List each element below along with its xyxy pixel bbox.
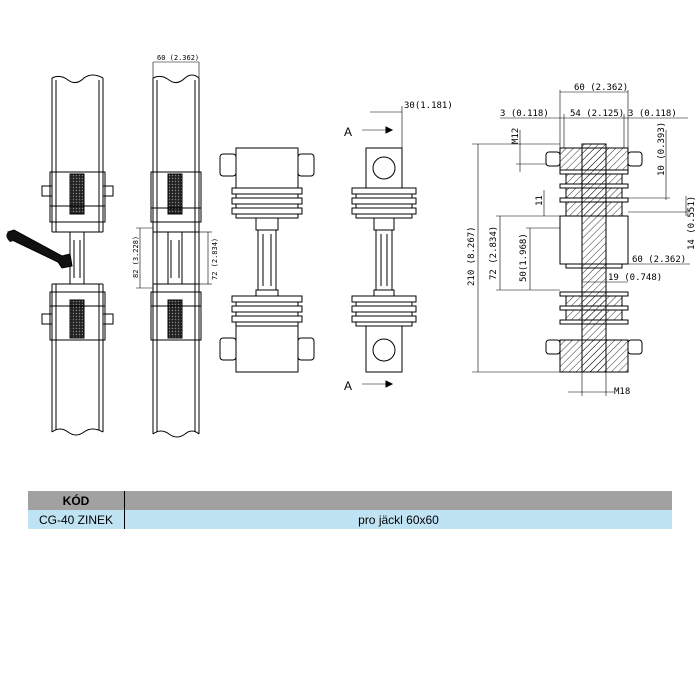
dim-left-gap: 82 (3.228) [132,236,140,278]
row-desc: pro jäckl 60x60 [358,512,439,527]
dim-sec-right: 3 (0.118) [628,109,677,119]
dim-top-width: 60 (2.362) [157,54,199,62]
view-section-aa [472,90,690,396]
view-connector-side [351,106,417,388]
dim-sec-60b: 60 (2.362) [632,255,686,265]
section-mark-bottom: A [344,379,352,393]
section-mark-top: A [344,125,352,139]
dim-left-gap2: 72 (2.834) [211,238,219,280]
dim-sec-bolt-bottom: M18 [614,387,630,397]
dim-sec-19: 19 (0.748) [608,273,662,283]
dim-sec-mid: 54 (2.125) [570,109,624,119]
view-connector-front [219,147,315,373]
dim-sec-total-width: 60 (2.362) [574,83,628,93]
dim-sec-ten: 10 (0.393) [657,122,667,176]
header-code: KÓD [28,491,125,510]
row-code: CG-40 ZINEK [28,510,125,529]
dim-sec-left: 3 (0.118) [500,109,549,119]
table-header: KÓD [28,491,672,510]
dim-sec-height: 210 (8.267) [467,226,477,286]
dim-sec-50: 50(1.968) [519,233,529,282]
technical-drawing: 60 (2.362) 82 (3.228) 72 (2.834) [6,54,697,438]
table-row: CG-40 ZINEK pro jäckl 60x60 [28,510,672,529]
dim-side-width: 30(1.181) [404,101,453,111]
dim-sec-eleven: 11 [535,195,545,206]
view-installed-wrench [41,74,114,436]
view-installed-dims [136,61,212,438]
wrench-icon [6,229,73,269]
dim-sec-fourteen: 14 (0.551) [687,196,697,250]
code-table: KÓD CG-40 ZINEK pro jäckl 60x60 [28,491,672,529]
dim-sec-bolt-top: M12 [511,128,521,144]
dim-sec-72: 72 (2.834) [489,226,499,280]
